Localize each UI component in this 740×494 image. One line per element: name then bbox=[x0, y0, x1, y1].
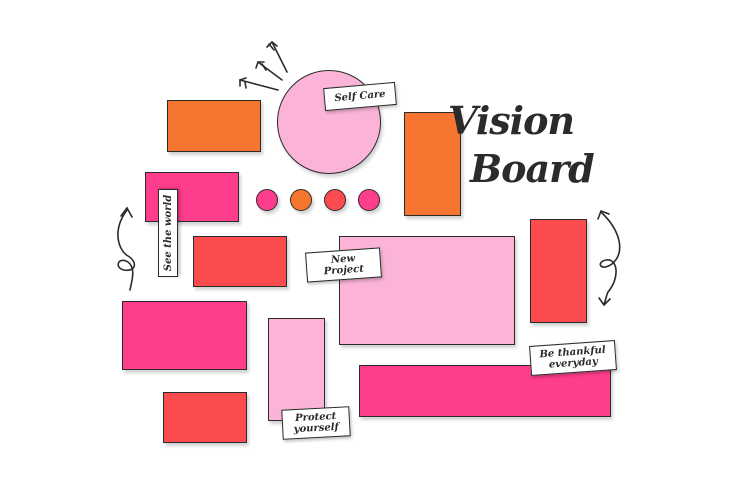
hot-pink-card-lower-left bbox=[122, 301, 247, 370]
label-be-thankful: Be thankful everyday bbox=[529, 340, 617, 376]
title-board: Board bbox=[470, 146, 595, 191]
label-see-the-world: See the world bbox=[158, 189, 178, 277]
title-vision: Vision bbox=[448, 98, 575, 143]
orange-dot-2 bbox=[290, 189, 312, 211]
orange-card-tall bbox=[404, 112, 461, 216]
pink-dot-1 bbox=[256, 189, 278, 211]
arrow-cluster-icon bbox=[239, 40, 288, 91]
coral-card-right bbox=[530, 219, 587, 323]
coral-card-middle-left bbox=[193, 236, 287, 287]
label-new-project: New Project bbox=[305, 247, 382, 283]
orange-card-top-left bbox=[167, 100, 261, 152]
curly-arrow-left-icon bbox=[117, 206, 136, 291]
light-pink-card-tall bbox=[268, 318, 325, 421]
hot-pink-banner-bottom bbox=[359, 365, 611, 417]
coral-card-bottom-left bbox=[163, 392, 247, 443]
coral-dot-3 bbox=[324, 189, 346, 211]
curly-arrow-right-icon bbox=[597, 209, 621, 307]
label-protect-yourself: Protect yourself bbox=[281, 406, 351, 440]
pink-dot-4 bbox=[358, 189, 380, 211]
